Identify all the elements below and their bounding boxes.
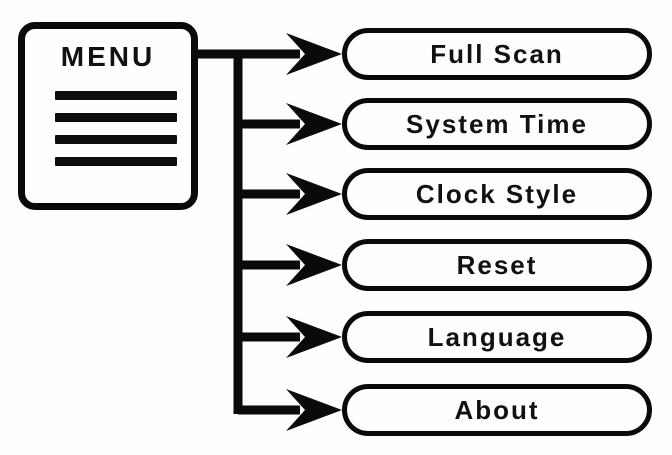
menu-list-line (55, 135, 177, 144)
arrowhead-icon-1 (286, 33, 342, 75)
menu-item-about[interactable]: About (342, 384, 652, 436)
menu-item-label: About (454, 395, 540, 425)
menu-item-label: Clock Style (415, 179, 579, 209)
menu-item-label: Full Scan (430, 39, 564, 69)
menu-item-system-time[interactable]: System Time (342, 98, 652, 150)
menu-list-line (55, 157, 177, 166)
menu-list-icon (55, 91, 177, 166)
menu-item-label: Language (427, 322, 567, 352)
arrowhead-icon-2 (286, 103, 342, 145)
menu-source-node[interactable]: MENU (18, 22, 198, 210)
menu-item-language[interactable]: Language (342, 311, 652, 363)
menu-item-reset[interactable]: Reset (342, 239, 652, 291)
menu-list-line (55, 91, 177, 100)
menu-item-label: Reset (456, 250, 538, 280)
menu-item-label: System Time (406, 109, 588, 139)
arrowhead-icon-5 (286, 316, 342, 358)
menu-item-clock-style[interactable]: Clock Style (342, 168, 652, 220)
arrowhead-icon-6 (286, 389, 342, 431)
arrowhead-icon-3 (286, 173, 342, 215)
menu-title: MENU (60, 41, 156, 72)
menu-list-line (55, 113, 177, 122)
arrowhead-icon-4 (286, 244, 342, 286)
menu-item-full-scan[interactable]: Full Scan (342, 28, 652, 80)
